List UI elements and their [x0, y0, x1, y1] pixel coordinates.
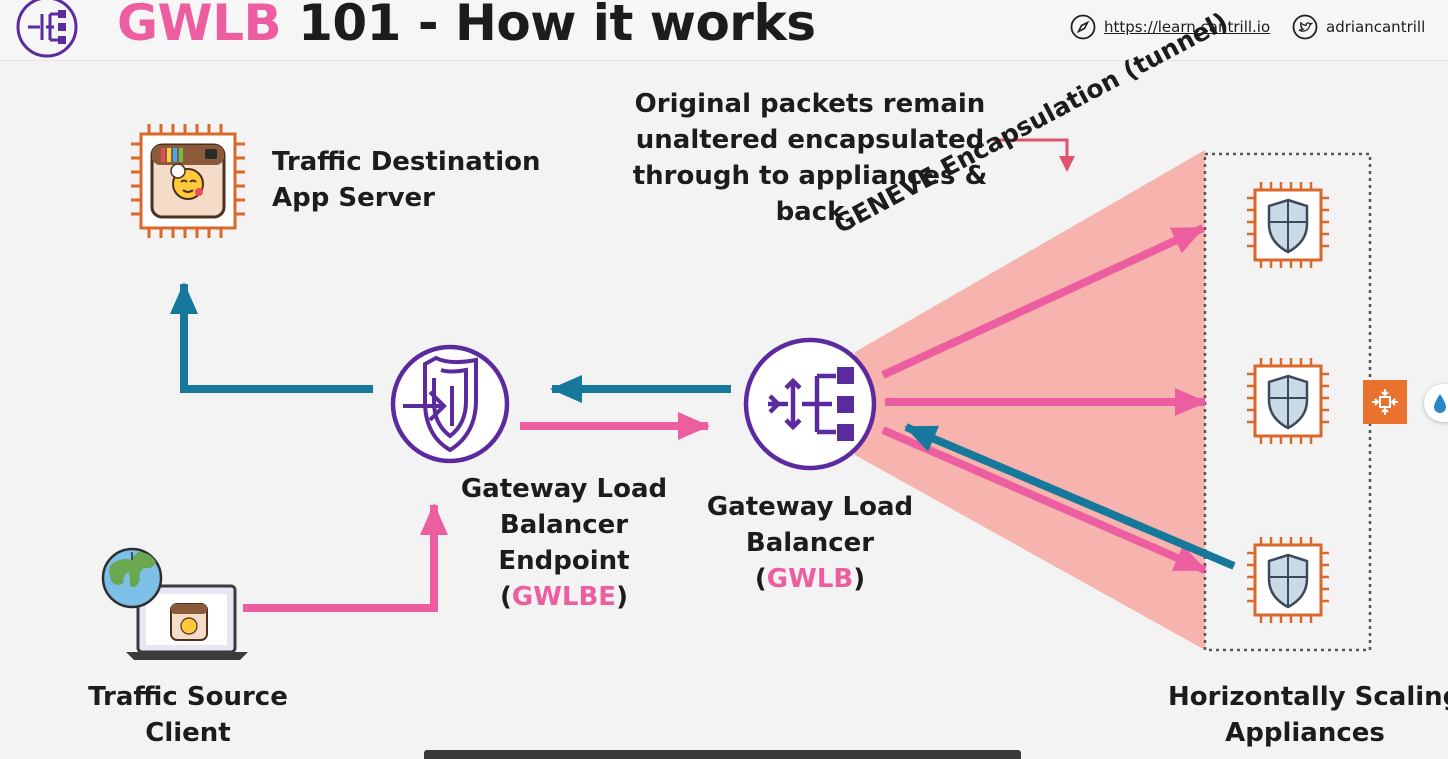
gwlb-label-line1: Gateway Load	[706, 492, 914, 522]
blue-arrow-to-destination	[170, 282, 373, 393]
gwlb-abbr-line: (GWLB)	[700, 561, 920, 597]
note-line3: through to appliances & back	[632, 161, 988, 227]
twitter-bird-icon	[1292, 14, 1318, 40]
website-link[interactable]: https://learn.cantrill.io	[1070, 14, 1270, 40]
title-rest: 101 - How it works	[281, 0, 816, 52]
globe-icon	[101, 547, 163, 609]
pink-arrow-from-client	[243, 503, 448, 612]
blue-arrow-return-to-gwlb	[904, 423, 1236, 570]
video-progress-bar[interactable]	[424, 750, 1021, 759]
note-pointer-arrow	[993, 138, 1075, 172]
app-server-icon	[131, 124, 245, 238]
appliance-chip-1	[1247, 182, 1329, 268]
appliances-label-line1: Horizontally Scaling	[1168, 682, 1448, 712]
website-url[interactable]: https://learn.cantrill.io	[1104, 18, 1271, 36]
note-line1: Original packets remain	[634, 89, 986, 119]
gwlb-paren-open: (	[754, 564, 767, 594]
destination-label-line1: Traffic Destination	[272, 147, 541, 177]
gwlbe-label-line2: Balancer	[499, 510, 629, 540]
twitter-link[interactable]: adriancantrill	[1292, 14, 1425, 40]
source-label-line2: Client	[145, 718, 231, 748]
gwlb-paren-close: )	[853, 564, 866, 594]
gwlbe-abbr: GWLBE	[511, 582, 617, 612]
gwlb-flow-diagram	[101, 124, 1372, 660]
appliances-label: Horizontally Scaling Appliances	[1168, 679, 1448, 751]
gwlbe-abbr-line: (GWLBE)	[454, 579, 674, 615]
pink-arrow-to-appliance-3	[881, 426, 1207, 574]
destination-label-line2: App Server	[272, 183, 435, 213]
auto-scaling-icon	[1372, 389, 1398, 415]
source-label: Traffic Source Client	[88, 679, 288, 751]
gwlb-icon	[743, 337, 877, 471]
slide-header: GWLB 101 - How it works https://learn.ca…	[0, 0, 1448, 61]
gwlbe-paren-open: (	[500, 582, 512, 612]
gwlbe-paren-close: )	[616, 582, 628, 612]
title-accent: GWLB	[117, 0, 282, 52]
twitter-handle[interactable]: adriancantrill	[1326, 18, 1426, 36]
droplet-icon	[1434, 394, 1446, 413]
gwlbe-label: Gateway Load Balancer Endpoint (GWLBE)	[454, 471, 674, 615]
compass-icon	[1070, 14, 1096, 40]
gwlbe-label-line3: Endpoint	[498, 546, 630, 576]
appliances-label-line2: Appliances	[1225, 718, 1385, 748]
gwlb-label: Gateway Load Balancer (GWLB)	[700, 489, 920, 597]
destination-label: Traffic Destination App Server	[272, 144, 541, 216]
appliance-chip-3	[1247, 537, 1329, 623]
pink-arrow-to-appliance-1	[881, 224, 1205, 379]
encapsulation-note: Original packets remain unaltered encaps…	[600, 86, 1020, 230]
gwlb-abbr: GWLB	[766, 564, 854, 594]
auto-scaling-side-button[interactable]	[1363, 380, 1407, 424]
client-laptop-icon	[126, 584, 248, 660]
appliance-chip-2	[1247, 358, 1329, 444]
droplet-widget-button[interactable]	[1424, 384, 1448, 422]
gwlb-label-line2: Balancer	[745, 528, 875, 558]
note-line2: unaltered encapsulated	[635, 125, 985, 155]
slide-title: GWLB 101 - How it works	[117, 0, 816, 52]
gwlbe-endpoint-icon	[390, 344, 510, 464]
gwlbe-label-line1: Gateway Load	[460, 474, 668, 504]
gateway-load-balancer-icon	[16, 0, 78, 58]
source-label-line1: Traffic Source	[88, 682, 288, 712]
